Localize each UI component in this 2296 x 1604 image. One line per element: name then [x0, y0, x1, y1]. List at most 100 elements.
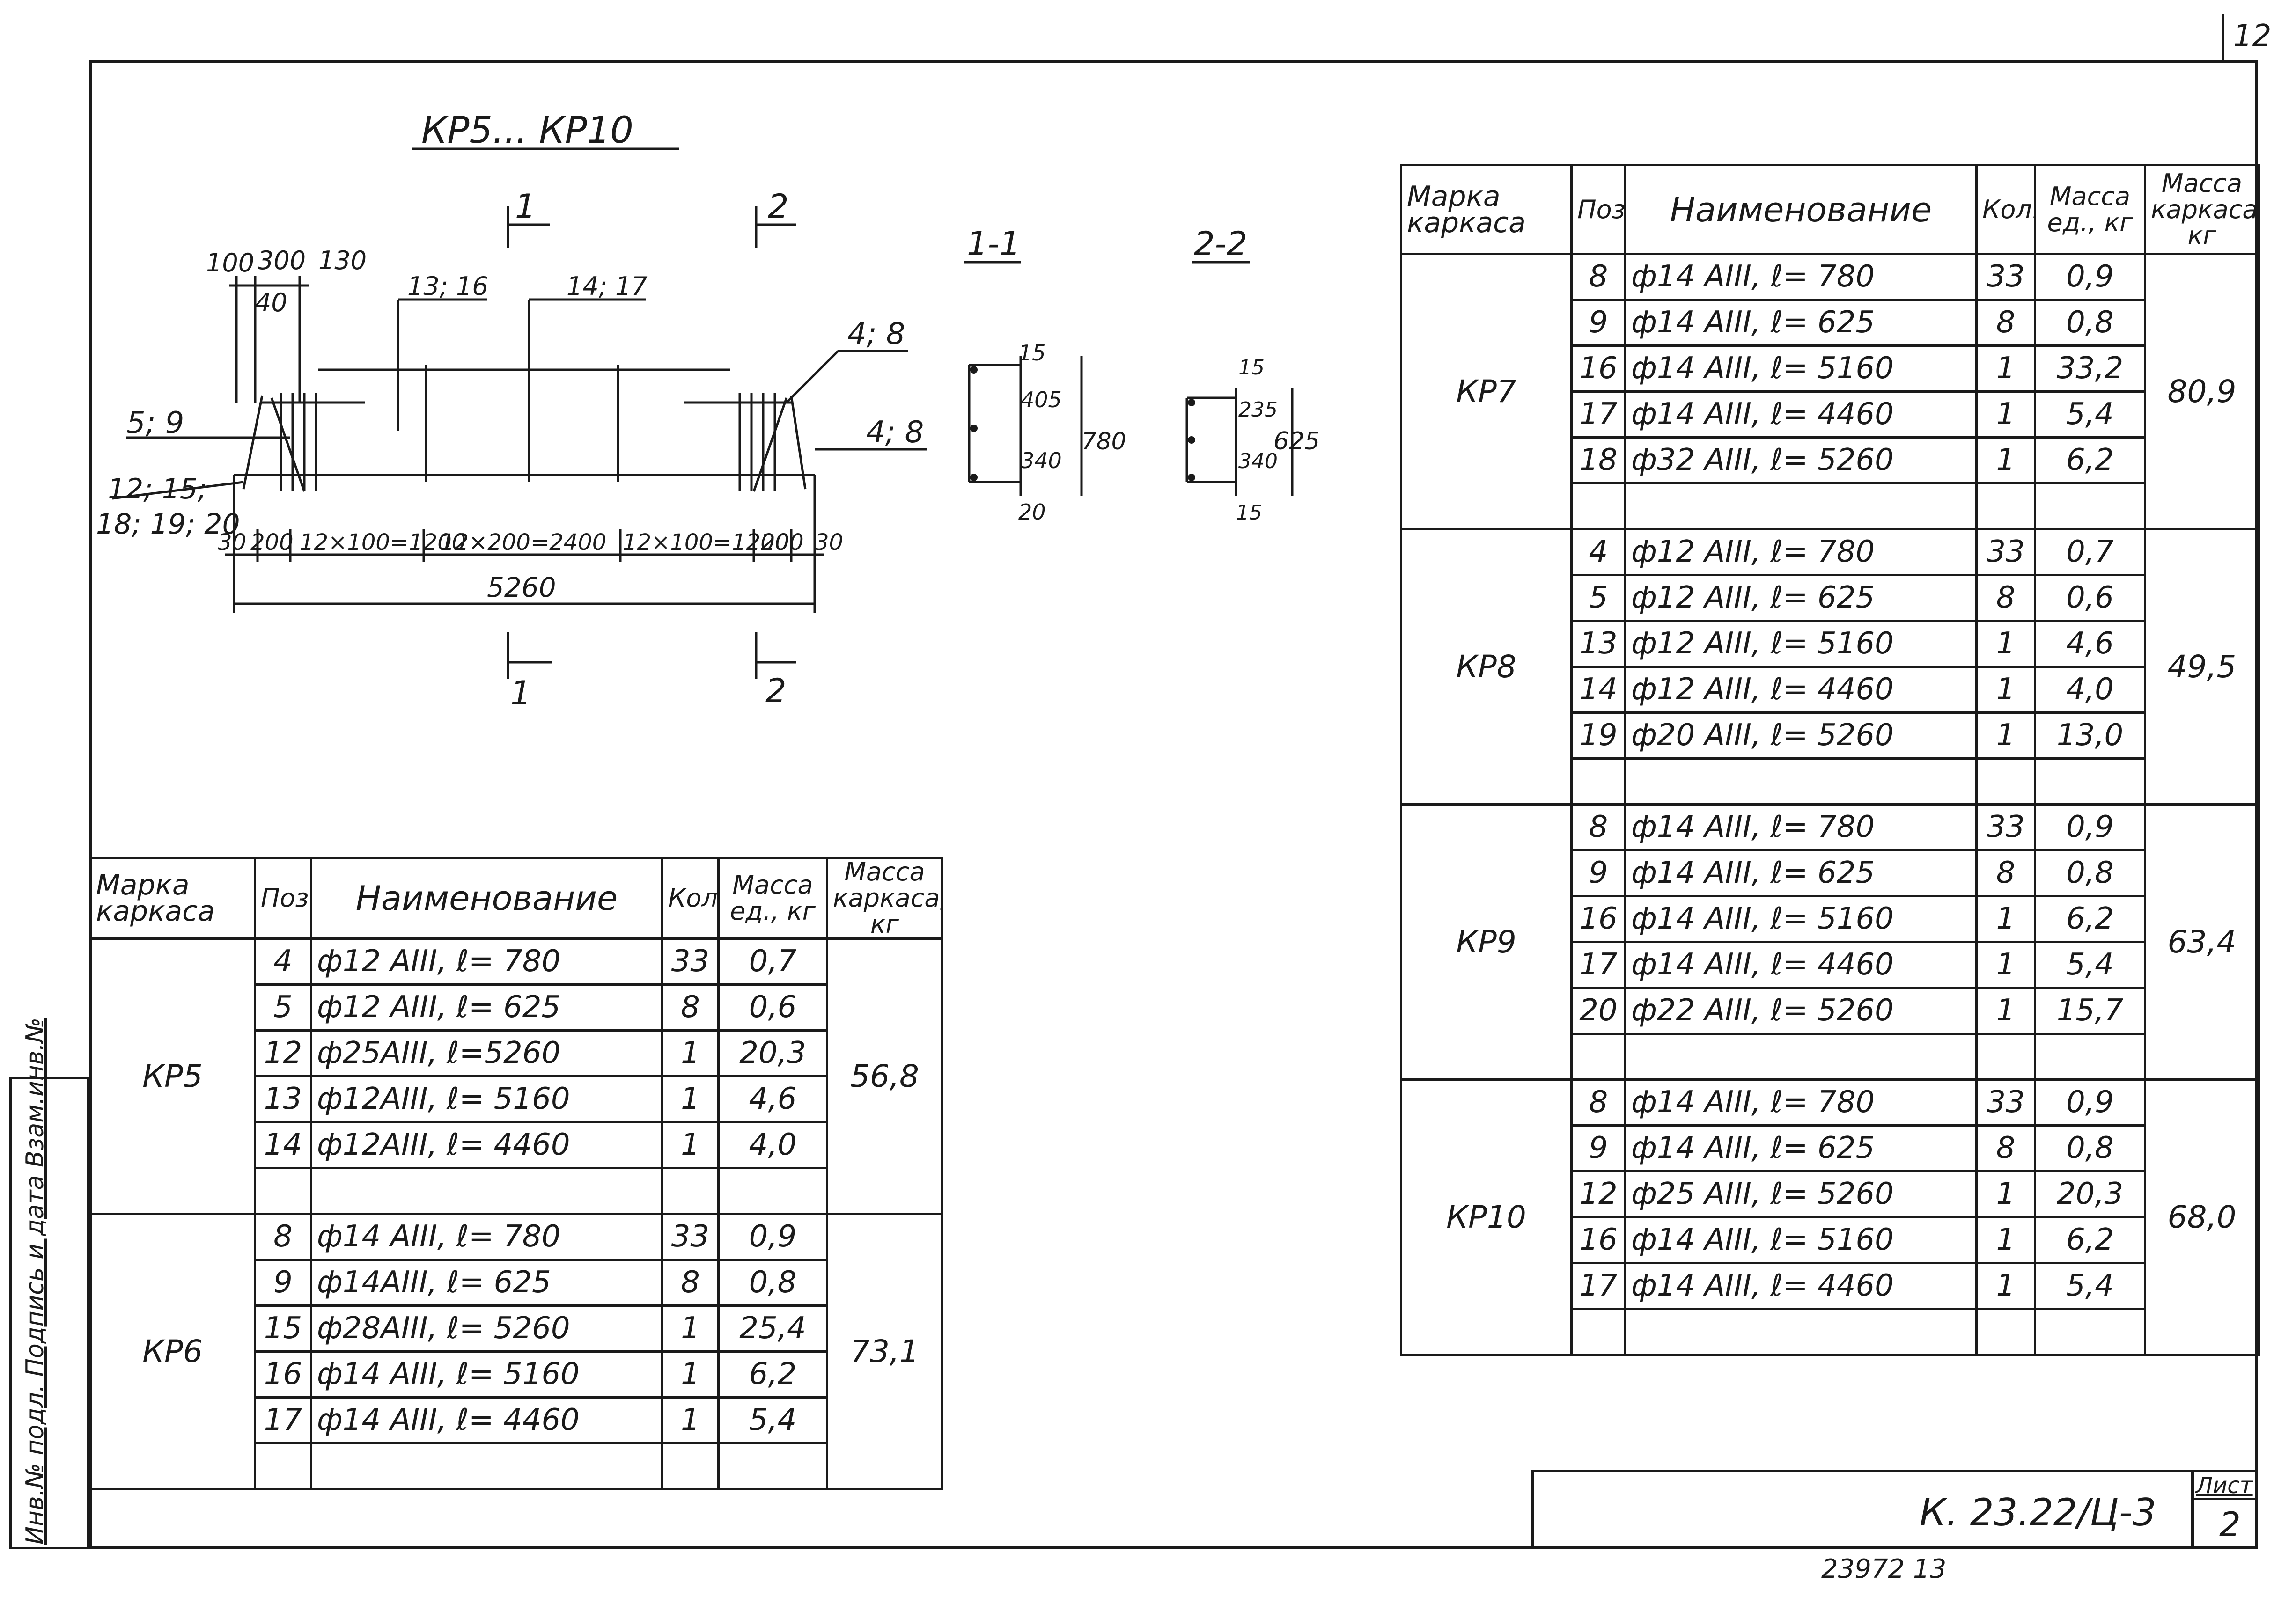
quantity-cell: 1 [1975, 1262, 2036, 1310]
dim-total: 5260 [487, 571, 556, 603]
name-cell: ф12АIII, ℓ= 4460 [310, 1121, 663, 1169]
sheet-separator-horizontal [2191, 1498, 2258, 1500]
frame-mass: 56,8 [826, 937, 943, 1215]
name-cell: ф12 АIII, ℓ= 780 [310, 937, 663, 986]
table-row-empty [1401, 757, 2259, 806]
empty-cell [1624, 482, 1978, 530]
name-cell: ф14 АIII, ℓ= 5160 [310, 1350, 663, 1399]
spec-table-right: Марка каркаса Поз. Наименование Кол. Мас… [1400, 164, 2260, 1356]
name-cell: ф12 АIII, ℓ= 625 [1624, 574, 1978, 622]
frame-mark: КР5 [89, 937, 256, 1215]
document-code: К. 23.22/Ц-3 [1920, 1491, 2156, 1534]
name-cell: ф20 АIII, ℓ= 5260 [1624, 711, 1978, 760]
s1-dim-780: 780 [1082, 428, 1126, 455]
name-cell: ф14 АIII, ℓ= 625 [1624, 299, 1978, 347]
empty-cell [254, 1167, 312, 1215]
name-cell: ф14 АIII, ℓ= 625 [1624, 849, 1978, 897]
header-mark: Марка каркаса [89, 857, 256, 940]
name-cell: ф14 АIII, ℓ= 625 [1624, 1124, 1978, 1172]
side-stamp-text: Инв.№ подл. Подпись и дата Взам.инв.№ [21, 1018, 49, 1545]
position-cell: 9 [1570, 849, 1626, 897]
empty-cell [2034, 482, 2146, 530]
unit-mass-cell: 6,2 [717, 1350, 828, 1399]
position-cell: 16 [1570, 344, 1626, 393]
unit-mass-cell: 5,4 [2034, 941, 2146, 989]
quantity-cell: 1 [1975, 941, 2036, 989]
empty-cell [310, 1167, 663, 1215]
dim-40: 40 [255, 288, 287, 317]
s2-dim-235: 235 [1238, 398, 1278, 422]
frame-mark: КР9 [1400, 803, 1573, 1081]
s1-dim-405: 405 [1021, 387, 1062, 412]
dim-130: 130 [318, 246, 367, 275]
position-cell: 8 [254, 1213, 312, 1261]
drawing-title: КР5... КР10 [421, 110, 633, 152]
position-cell: 17 [254, 1396, 312, 1444]
unit-mass-cell: 0,7 [2034, 528, 2146, 576]
name-cell: ф28АIII, ℓ= 5260 [310, 1304, 663, 1353]
position-cell: 17 [1570, 941, 1626, 989]
side-stamp-strip [9, 1077, 89, 1549]
dim-seg2: 12×200=2400 [440, 529, 606, 556]
unit-mass-cell: 20,3 [2034, 1170, 2146, 1218]
position-cell: 13 [254, 1075, 312, 1123]
dim-100: 100 [206, 248, 254, 278]
quantity-cell: 1 [1975, 436, 2036, 484]
frame-mark: КР7 [1400, 253, 1573, 530]
empty-cell [1624, 1308, 1978, 1356]
position-cell: 12 [1570, 1170, 1626, 1218]
name-cell: ф14 АIII, ℓ= 780 [1624, 803, 1978, 851]
name-cell: ф12 АIII, ℓ= 5160 [1624, 620, 1978, 668]
unit-mass-cell: 20,3 [717, 1029, 828, 1077]
s2-dim-625: 625 [1273, 427, 1320, 455]
position-cell: 20 [1570, 987, 1626, 1035]
label-pos-4-8-right: 4; 8 [866, 415, 924, 450]
quantity-cell: 1 [1975, 1170, 2036, 1218]
unit-mass-cell: 0,7 [717, 937, 828, 986]
section-mark-2-top: 2 [768, 187, 789, 226]
position-cell: 12 [254, 1029, 312, 1077]
label-pos-4-8-top: 4; 8 [847, 317, 905, 352]
empty-cell [1570, 1033, 1626, 1081]
unit-mass-cell: 0,9 [2034, 253, 2146, 301]
s1-dim-15: 15 [1018, 340, 1046, 366]
position-cell: 5 [254, 983, 312, 1032]
name-cell: ф14 АIII, ℓ= 4460 [1624, 1262, 1978, 1310]
frame-mass: 73,1 [826, 1213, 943, 1490]
name-cell: ф32 АIII, ℓ= 5260 [1624, 436, 1978, 484]
label-pos-14-17: 14; 17 [567, 271, 648, 301]
position-cell: 8 [1570, 253, 1626, 301]
quantity-cell: 1 [1975, 344, 2036, 393]
quantity-cell: 1 [661, 1396, 720, 1444]
name-cell: ф14 АIII, ℓ= 5160 [1624, 344, 1978, 393]
empty-cell [310, 1442, 663, 1490]
quantity-cell: 8 [661, 1259, 720, 1307]
position-cell: 4 [1570, 528, 1626, 576]
quantity-cell: 1 [661, 1029, 720, 1077]
position-cell: 9 [254, 1259, 312, 1307]
spec-table-left: Марка каркаса Поз. Наименование Кол. Мас… [89, 857, 943, 1490]
quantity-cell: 1 [1975, 895, 2036, 943]
unit-mass-cell: 6,2 [2034, 1216, 2146, 1264]
unit-mass-cell: 6,2 [2034, 895, 2146, 943]
position-cell: 16 [254, 1350, 312, 1399]
quantity-cell: 8 [1975, 849, 2036, 897]
archive-number: 23972 13 [1821, 1554, 1947, 1584]
position-cell: 14 [1570, 666, 1626, 714]
quantity-cell: 1 [661, 1304, 720, 1353]
name-cell: ф22 АIII, ℓ= 5260 [1624, 987, 1978, 1035]
table-row-empty [1401, 1308, 2259, 1356]
unit-mass-cell: 25,4 [717, 1304, 828, 1353]
position-cell: 17 [1570, 1262, 1626, 1310]
unit-mass-cell: 0,6 [2034, 574, 2146, 622]
empty-cell [254, 1442, 312, 1490]
